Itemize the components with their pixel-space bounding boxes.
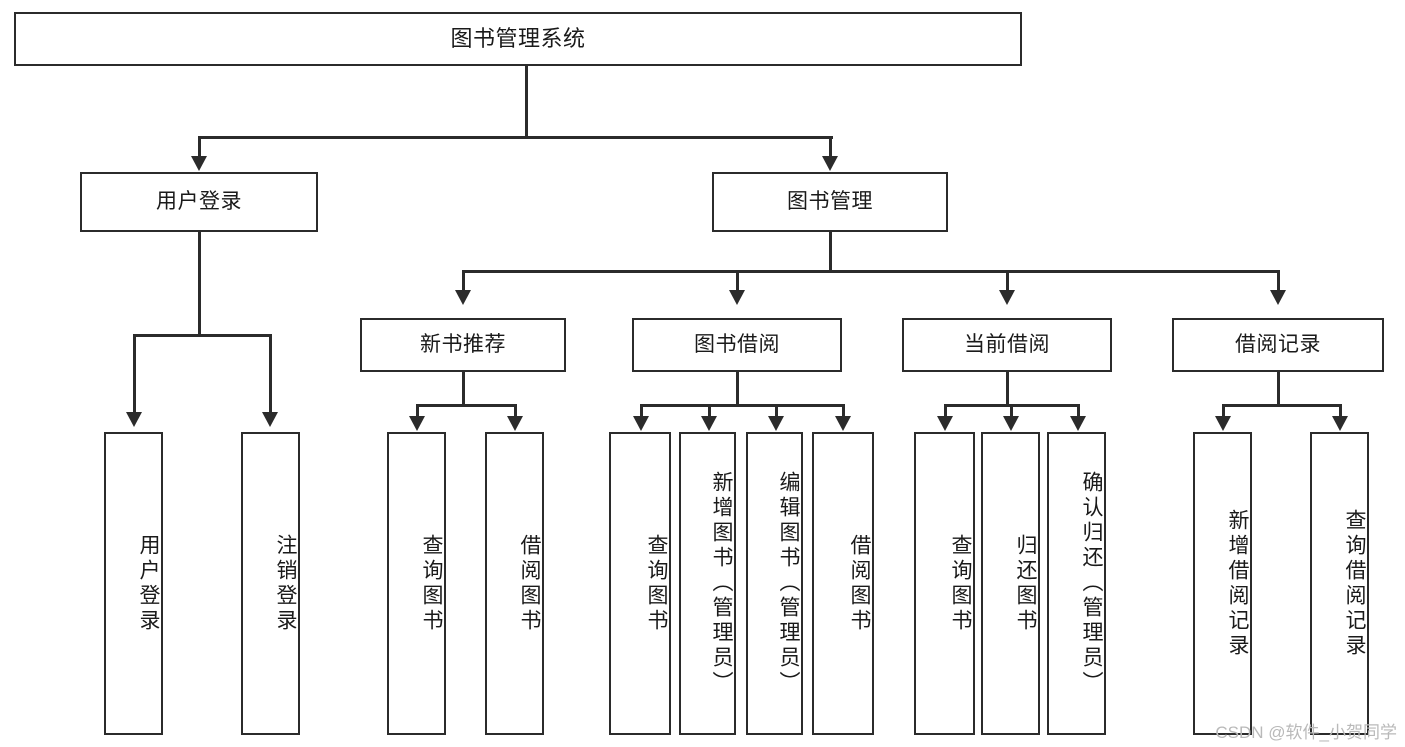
arrow-icon-to-borrow-record bbox=[1270, 290, 1286, 305]
connector-root-bus bbox=[198, 136, 833, 139]
leaf-br-add-record[interactable]: 新增借阅记录 bbox=[1193, 432, 1252, 735]
arrow-icon-br-leaf2 bbox=[1332, 416, 1348, 431]
leaf-user-login-label: 用户登录 bbox=[137, 533, 160, 634]
leaf-nb-query-book-label: 查询图书 bbox=[420, 533, 443, 634]
connector-bb-leaf4 bbox=[842, 404, 845, 418]
connector-root-stem bbox=[525, 66, 528, 136]
connector-borrow-record-bus bbox=[1222, 404, 1342, 407]
arrow-icon-to-current-borrow bbox=[999, 290, 1015, 305]
node-user-login-label: 用户登录 bbox=[156, 190, 242, 214]
node-new-book-recommend[interactable]: 新书推荐 bbox=[360, 318, 566, 372]
connector-book-borrow-bus bbox=[640, 404, 845, 407]
leaf-bb-edit-book-admin[interactable]: 编辑图书（管理员） bbox=[746, 432, 803, 735]
leaf-br-query-record-label: 查询借阅记录 bbox=[1343, 508, 1366, 659]
connector-to-current-borrow bbox=[1006, 270, 1009, 292]
connector-br-leaf2 bbox=[1339, 404, 1342, 418]
node-book-management[interactable]: 图书管理 bbox=[712, 172, 948, 232]
leaf-bb-query-book-label: 查询图书 bbox=[645, 533, 668, 634]
connector-root-to-user-login bbox=[198, 136, 201, 158]
leaf-cb-return-book[interactable]: 归还图书 bbox=[981, 432, 1040, 735]
leaf-cb-query-book-label: 查询图书 bbox=[949, 533, 972, 634]
node-borrow-record[interactable]: 借阅记录 bbox=[1172, 318, 1384, 372]
leaf-bb-add-book-admin[interactable]: 新增图书（管理员） bbox=[679, 432, 736, 735]
node-current-borrow-label: 当前借阅 bbox=[964, 333, 1050, 357]
arrow-icon-bb-leaf3 bbox=[768, 416, 784, 431]
leaf-logout[interactable]: 注销登录 bbox=[241, 432, 300, 735]
connector-current-borrow-stem bbox=[1006, 372, 1009, 406]
arrow-icon-cb-leaf2 bbox=[1003, 416, 1019, 431]
arrow-icon-to-leaf-user-login bbox=[126, 412, 142, 427]
connector-cb-leaf3 bbox=[1077, 404, 1080, 418]
connector-bb-leaf3 bbox=[775, 404, 778, 418]
node-new-book-recommend-label: 新书推荐 bbox=[420, 333, 506, 357]
connector-book-manage-stem bbox=[829, 232, 832, 272]
arrow-icon-br-leaf1 bbox=[1215, 416, 1231, 431]
connector-nb-leaf2 bbox=[514, 404, 517, 418]
connector-root-to-book-manage bbox=[829, 136, 832, 158]
connector-borrow-record-stem bbox=[1277, 372, 1280, 406]
arrow-icon-cb-leaf3 bbox=[1070, 416, 1086, 431]
leaf-nb-borrow-book[interactable]: 借阅图书 bbox=[485, 432, 544, 735]
leaf-br-query-record[interactable]: 查询借阅记录 bbox=[1310, 432, 1369, 735]
arrow-icon-to-book-manage bbox=[822, 156, 838, 171]
connector-cb-leaf1 bbox=[944, 404, 947, 418]
connector-to-new-book bbox=[462, 270, 465, 292]
node-user-login[interactable]: 用户登录 bbox=[80, 172, 318, 232]
leaf-cb-confirm-return-admin[interactable]: 确认归还（管理员） bbox=[1047, 432, 1106, 735]
connector-user-login-bus bbox=[133, 334, 272, 337]
leaf-bb-query-book[interactable]: 查询图书 bbox=[609, 432, 671, 735]
connector-user-login-stem bbox=[198, 232, 201, 336]
leaf-cb-query-book[interactable]: 查询图书 bbox=[914, 432, 975, 735]
connector-br-leaf1 bbox=[1222, 404, 1225, 418]
arrow-icon-nb-leaf1 bbox=[409, 416, 425, 431]
connector-bb-leaf1 bbox=[640, 404, 643, 418]
connector-book-borrow-stem bbox=[736, 372, 739, 406]
leaf-nb-borrow-book-label: 借阅图书 bbox=[518, 533, 541, 634]
arrow-icon-bb-leaf4 bbox=[835, 416, 851, 431]
node-root-system[interactable]: 图书管理系统 bbox=[14, 12, 1022, 66]
leaf-user-login[interactable]: 用户登录 bbox=[104, 432, 163, 735]
connector-new-book-bus bbox=[416, 404, 517, 407]
leaf-logout-label: 注销登录 bbox=[274, 533, 297, 634]
node-book-borrow[interactable]: 图书借阅 bbox=[632, 318, 842, 372]
leaf-bb-add-book-admin-label: 新增图书（管理员） bbox=[710, 471, 733, 696]
connector-book-manage-bus bbox=[462, 270, 1280, 273]
node-book-management-label: 图书管理 bbox=[787, 190, 873, 214]
arrow-icon-to-new-book bbox=[455, 290, 471, 305]
node-current-borrow[interactable]: 当前借阅 bbox=[902, 318, 1112, 372]
leaf-nb-query-book[interactable]: 查询图书 bbox=[387, 432, 446, 735]
connector-cb-leaf2 bbox=[1010, 404, 1013, 418]
node-borrow-record-label: 借阅记录 bbox=[1235, 333, 1321, 357]
arrow-icon-cb-leaf1 bbox=[937, 416, 953, 431]
connector-to-borrow-record bbox=[1277, 270, 1280, 292]
node-book-borrow-label: 图书借阅 bbox=[694, 333, 780, 357]
connector-to-leaf-user-login bbox=[133, 334, 136, 414]
connector-new-book-stem bbox=[462, 372, 465, 406]
arrow-icon-nb-leaf2 bbox=[507, 416, 523, 431]
leaf-bb-borrow-book-label: 借阅图书 bbox=[848, 533, 871, 634]
arrow-icon-to-leaf-logout bbox=[262, 412, 278, 427]
arrow-icon-to-user-login bbox=[191, 156, 207, 171]
arrow-icon-to-book-borrow bbox=[729, 290, 745, 305]
leaf-cb-confirm-return-admin-label: 确认归还（管理员） bbox=[1080, 471, 1103, 696]
leaf-bb-edit-book-admin-label: 编辑图书（管理员） bbox=[777, 471, 800, 696]
connector-to-book-borrow bbox=[736, 270, 739, 292]
arrow-icon-bb-leaf2 bbox=[701, 416, 717, 431]
leaf-cb-return-book-label: 归还图书 bbox=[1014, 533, 1037, 634]
connector-nb-leaf1 bbox=[416, 404, 419, 418]
connector-to-leaf-logout bbox=[269, 334, 272, 414]
leaf-br-add-record-label: 新增借阅记录 bbox=[1226, 508, 1249, 659]
arrow-icon-bb-leaf1 bbox=[633, 416, 649, 431]
connector-bb-leaf2 bbox=[708, 404, 711, 418]
leaf-bb-borrow-book[interactable]: 借阅图书 bbox=[812, 432, 874, 735]
node-root-label: 图书管理系统 bbox=[450, 25, 586, 51]
